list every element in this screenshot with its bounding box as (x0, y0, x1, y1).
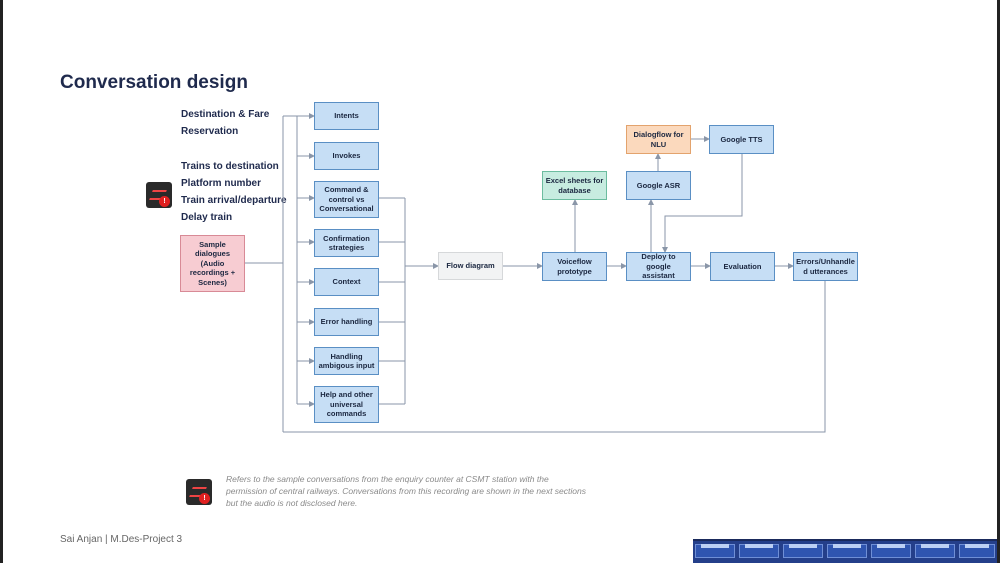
audio-recording-note-icon: ! (186, 479, 212, 505)
node-command-control: Command & control vs Conversational (314, 181, 379, 218)
audio-recording-icon: ! (146, 182, 172, 208)
use-case-trains-to-destination: Trains to destination (181, 161, 279, 172)
node-dialogflow-nlu: Dialogflow for NLU (626, 125, 691, 154)
node-intents: Intents (314, 102, 379, 130)
frame-edge-left (0, 0, 3, 563)
node-excel-sheets: Excel sheets for database (542, 171, 607, 200)
node-google-asr: Google ASR (626, 171, 691, 200)
use-case-platform-number: Platform number (181, 178, 262, 189)
node-errors-unhandled-utterances: Errors/Unhandle d utterances (793, 252, 858, 281)
frame-edge-right (997, 0, 1000, 563)
node-invokes: Invokes (314, 142, 379, 170)
node-google-tts: Google TTS (709, 125, 774, 154)
use-case-destination-fare: Destination & Fare (181, 109, 270, 120)
node-error-handling: Error handling (314, 308, 379, 336)
node-sample-dialogues: Sample dialogues (Audio recordings + Sce… (180, 235, 245, 292)
node-flow-diagram: Flow diagram (438, 252, 503, 280)
node-evaluation: Evaluation (710, 252, 775, 281)
footnote: Refers to the sample conversations from … (226, 474, 586, 508)
node-deploy-google-assistant: Deploy to google assistant (626, 252, 691, 281)
use-case-train-arrival-departure: Train arrival/departure (181, 195, 287, 206)
node-context: Context (314, 268, 379, 296)
node-confirmation-strategies: Confirmation strategies (314, 229, 379, 257)
footer-author: Sai Anjan | M.Des-Project 3 (60, 534, 183, 545)
page-title: Conversation design (60, 72, 248, 93)
train-illustration (693, 539, 997, 563)
node-help-universal-commands: Help and other universal commands (314, 386, 379, 423)
node-handling-ambiguous-input: Handling ambigous input (314, 347, 379, 375)
use-case-reservation: Reservation (181, 126, 239, 137)
use-case-delay-train: Delay train (181, 212, 233, 223)
node-voiceflow-prototype: Voiceflow prototype (542, 252, 607, 281)
